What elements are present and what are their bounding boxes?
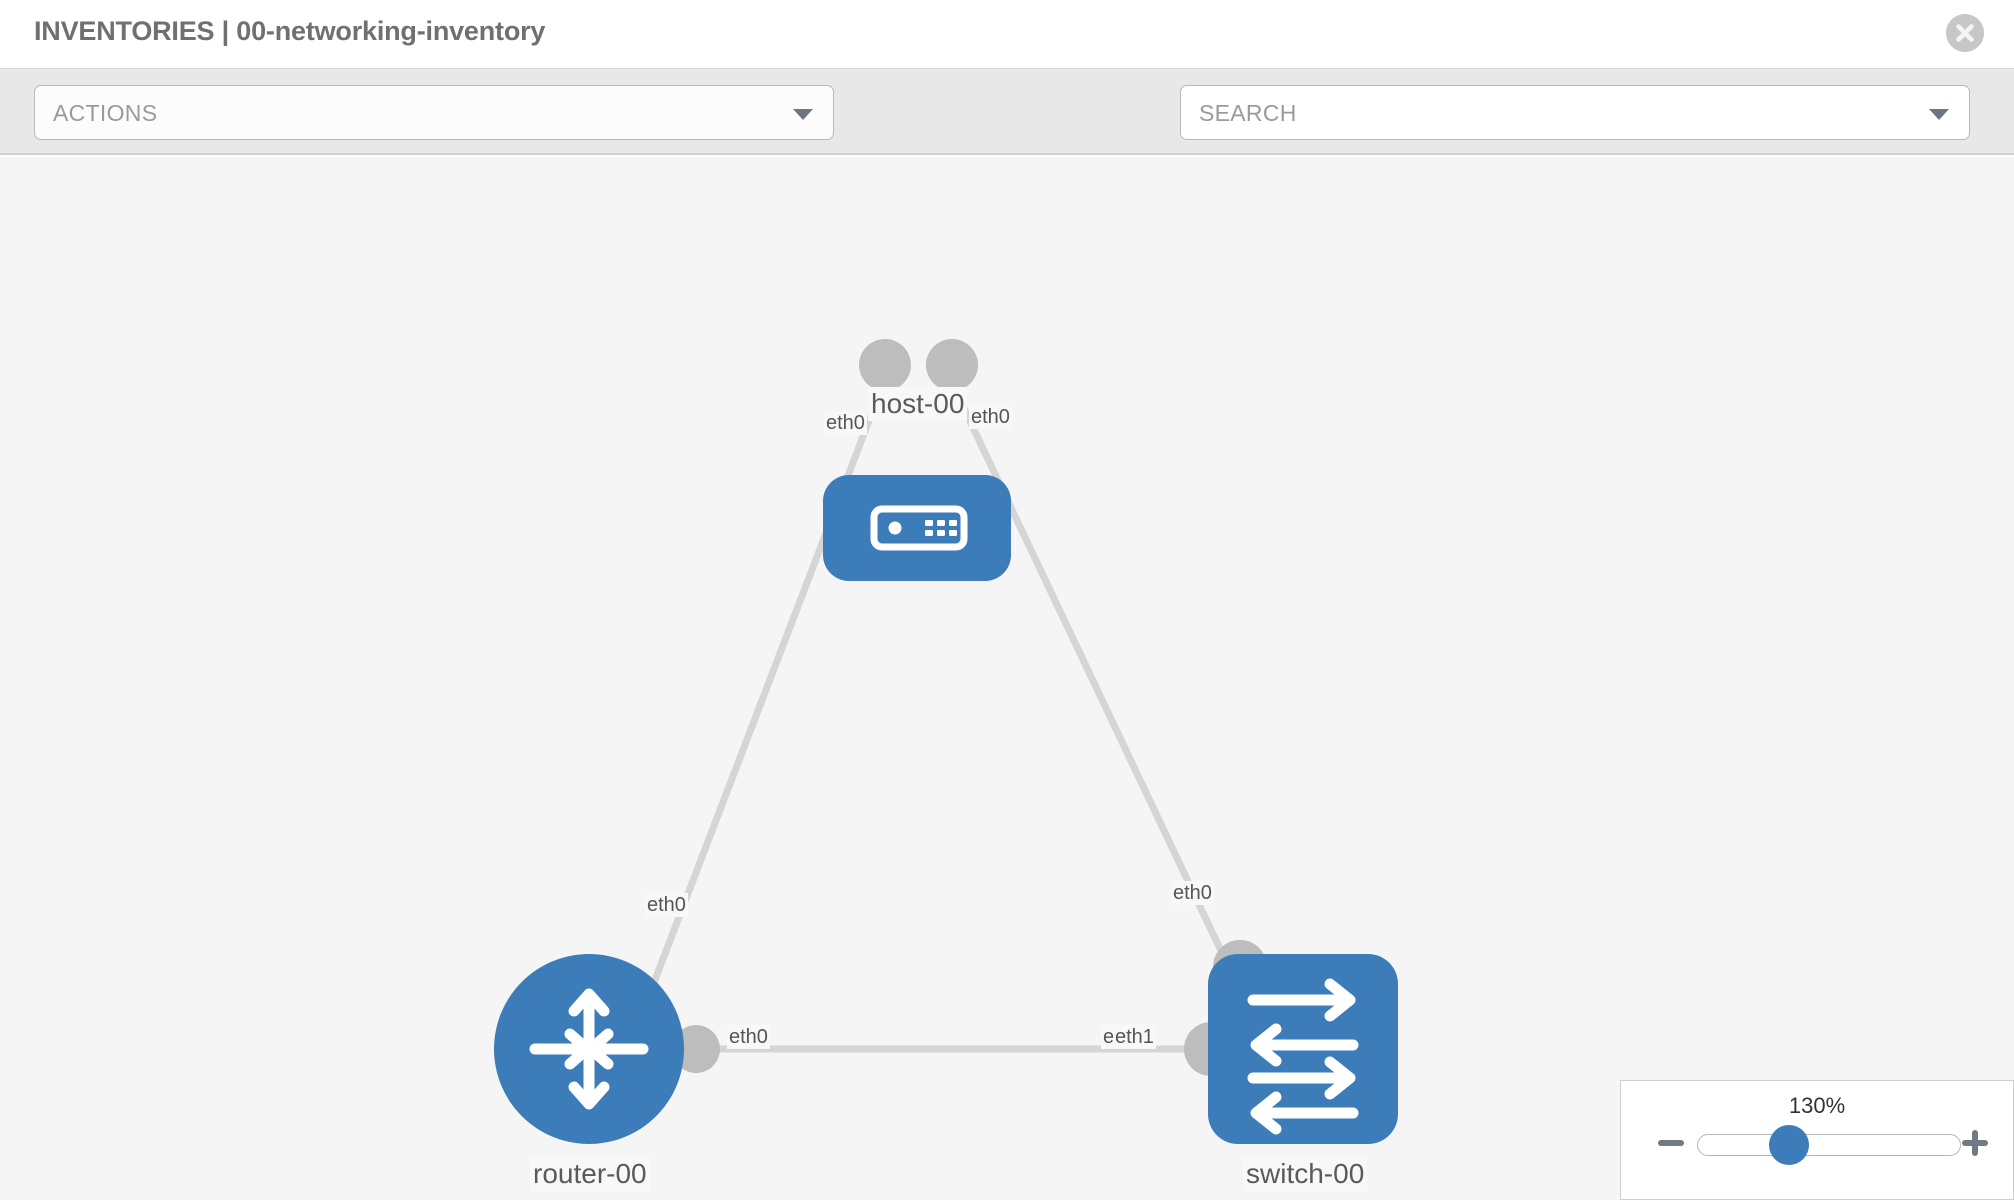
edge-label-host-left: eth0 — [824, 411, 867, 435]
node-label-router-00: router-00 — [530, 1157, 650, 1191]
connector-router-right — [672, 1025, 720, 1073]
actions-dropdown[interactable]: ACTIONS — [34, 85, 834, 140]
edge-label-router-right: eth0 — [727, 1025, 770, 1049]
switch-arrows-icon — [1247, 978, 1359, 1135]
minus-icon[interactable] — [1655, 1127, 1687, 1159]
router-arrows-icon — [529, 988, 649, 1110]
topology-canvas[interactable]: eth0 eth0 host-00 eth0 eth0 eth0 eth eth… — [0, 157, 2014, 1200]
server-appliance-icon — [870, 505, 968, 551]
node-router-00[interactable] — [494, 954, 684, 1144]
page-title: INVENTORIES | 00-networking-inventory — [34, 16, 546, 46]
zoom-slider[interactable] — [1697, 1134, 1961, 1156]
zoom-control-panel: 130% — [1620, 1080, 2014, 1200]
window-header: INVENTORIES | 00-networking-inventory — [0, 0, 2014, 69]
plus-icon[interactable] — [1959, 1127, 1991, 1159]
search-input[interactable]: SEARCH — [1180, 85, 1970, 140]
connector-host-right — [926, 339, 978, 391]
node-label-host-00: host-00 — [868, 387, 968, 421]
edge-label-switch-left-b: eth1 — [1113, 1025, 1156, 1049]
edge-label-switch-up: eth0 — [1171, 881, 1214, 905]
actions-dropdown-label: ACTIONS — [53, 100, 158, 126]
node-host-00[interactable] — [823, 475, 1011, 581]
zoom-level-value: 130% — [1788, 1093, 1846, 1118]
chevron-down-icon — [1929, 109, 1949, 120]
edge-label-host-right: eth0 — [969, 405, 1012, 429]
zoom-slider-thumb[interactable] — [1769, 1125, 1809, 1165]
edge-host-router — [636, 377, 889, 1021]
connector-host-left — [859, 339, 911, 391]
close-icon[interactable] — [1946, 14, 1984, 52]
edge-label-router-up: eth0 — [645, 893, 688, 917]
chevron-down-icon — [793, 109, 813, 120]
node-switch-00[interactable] — [1208, 954, 1398, 1144]
search-placeholder: SEARCH — [1199, 100, 1297, 126]
topology-graph — [494, 339, 1398, 1144]
edge-host-switch — [946, 377, 1254, 1014]
toolbar: ACTIONS SEARCH — [0, 69, 2014, 199]
node-label-switch-00: switch-00 — [1243, 1157, 1368, 1191]
